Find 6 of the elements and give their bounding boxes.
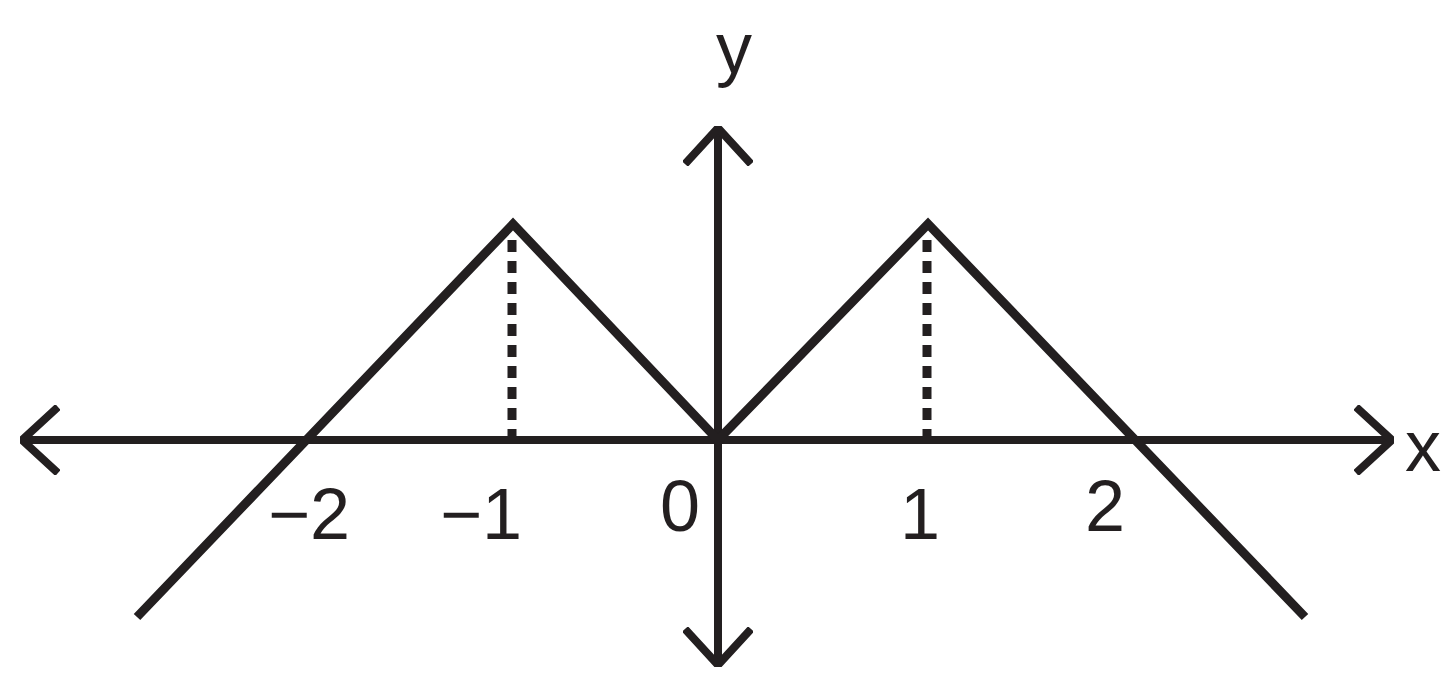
tick-label: 0 (660, 470, 701, 542)
tick-label: 1 (900, 478, 941, 550)
tick-label: 2 (1085, 470, 1126, 542)
tick-label: −1 (440, 478, 523, 550)
axis-label: x (1405, 410, 1441, 482)
tick-label: −2 (268, 478, 351, 550)
